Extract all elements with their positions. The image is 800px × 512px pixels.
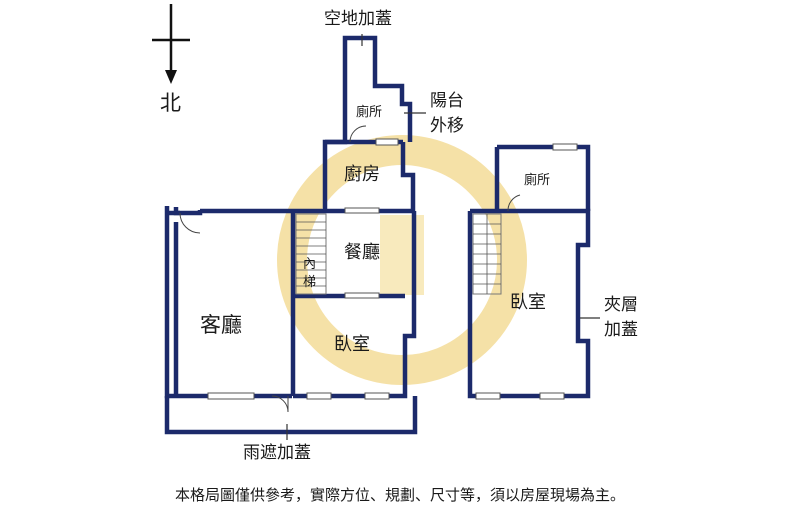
wall-outline-right: [467, 144, 591, 399]
room-label-bedroom-center: 臥室: [334, 334, 370, 355]
room-label-inner-stairs-1: 內: [303, 257, 316, 272]
annotation-mezzanine-line1: 夾層: [604, 295, 638, 315]
windows: [207, 138, 578, 400]
annotation-balcony-line2: 外移: [430, 116, 464, 136]
leader-lines: [286, 34, 600, 440]
annotation-balcony-line1: 陽台: [430, 91, 464, 111]
compass-label: 北: [160, 91, 181, 115]
room-label-living-room: 客廳: [200, 313, 242, 337]
annotation-canopy-addition: 雨遮加蓋: [243, 443, 311, 463]
room-label-inner-stairs-2: 梯: [303, 275, 316, 290]
stairs-icon: [295, 213, 502, 295]
room-label-kitchen: 廚房: [344, 163, 380, 185]
room-label-toilet-right: 廁所: [524, 172, 550, 188]
doors: [179, 125, 521, 413]
disclaimer-text: 本格局圖僅供參考，實際方位、規劃、尺寸等，須以房屋現場為主。: [174, 486, 625, 504]
room-label-dining-room: 餐廳: [344, 242, 380, 263]
north-arrow-icon: [152, 4, 190, 84]
room-label-bedroom-right: 臥室: [510, 292, 546, 313]
annotation-mezzanine-line2: 加蓋: [604, 320, 638, 340]
annotation-open-space-addition: 空地加蓋: [324, 9, 392, 29]
room-label-toilet-top: 廁所: [356, 104, 382, 120]
